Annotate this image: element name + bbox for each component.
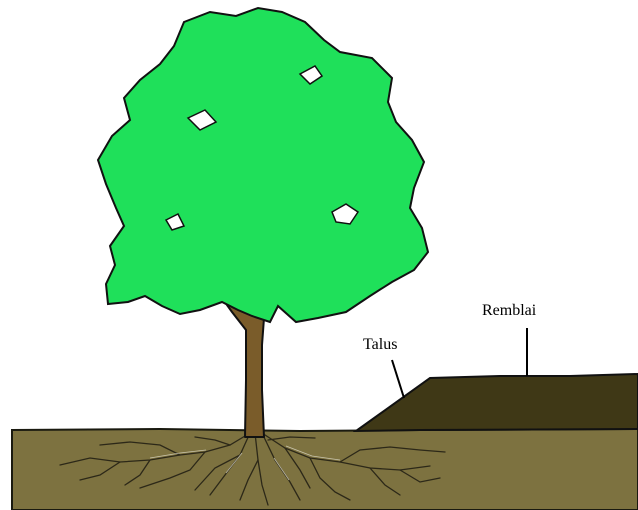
- soil-ground: [12, 429, 638, 510]
- label-talus: Talus: [363, 336, 397, 353]
- tree-foliage: [98, 8, 428, 322]
- talus-pointer-line: [392, 360, 404, 398]
- label-remblai: Remblai: [482, 302, 537, 319]
